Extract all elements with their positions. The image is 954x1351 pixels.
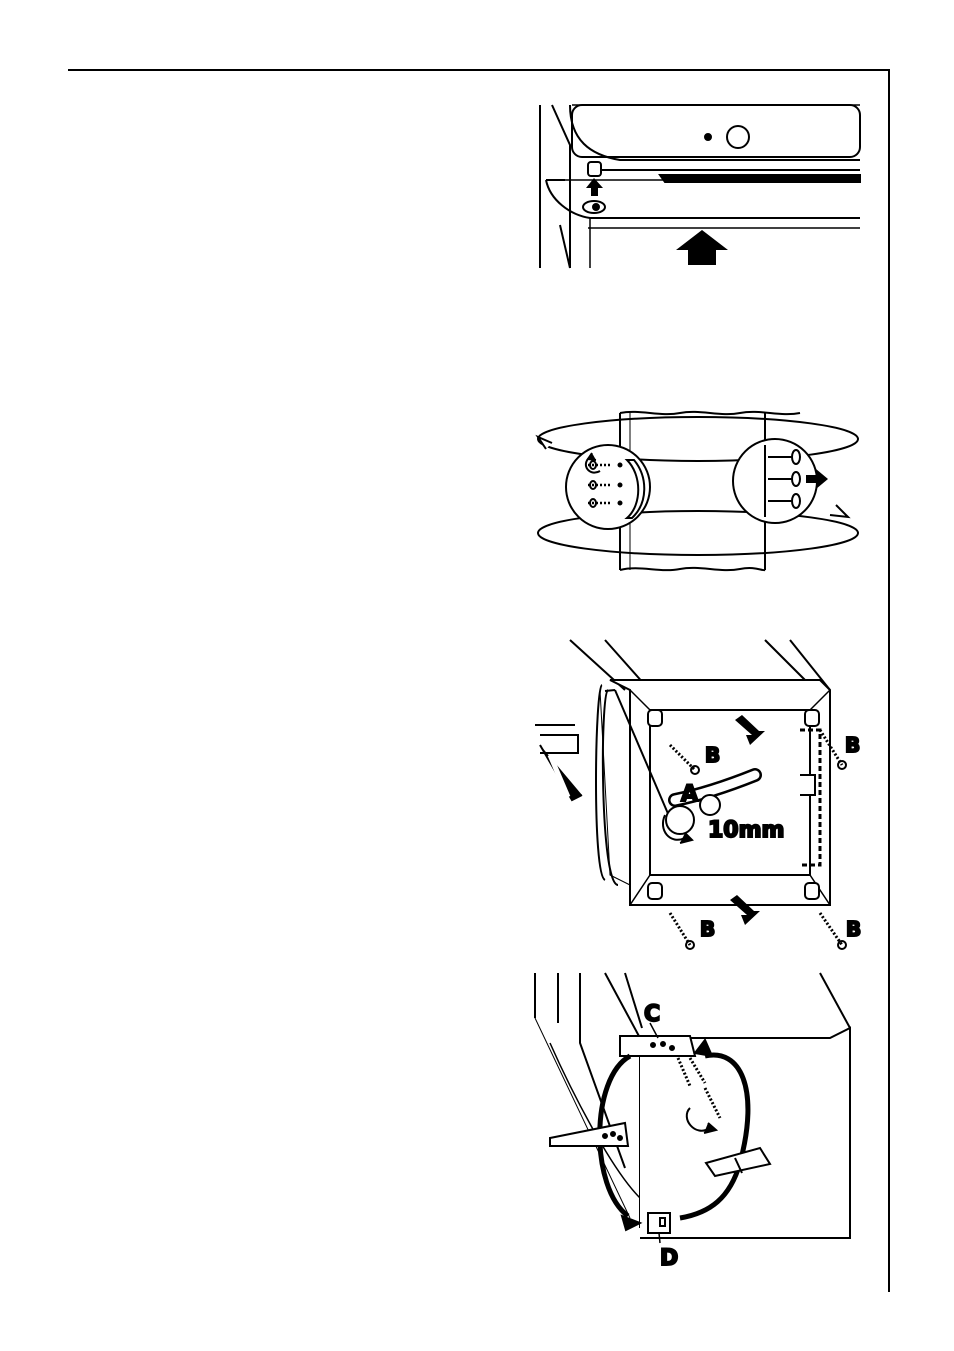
figure-door-hinge-swap: [530, 405, 860, 580]
label-b-bottom-right: B: [846, 917, 861, 941]
label-c: C: [644, 1002, 660, 1027]
label-b-top-left: B: [705, 743, 720, 767]
right-margin-rule: [888, 69, 890, 1292]
figure-ceiling-bracket: [530, 100, 870, 270]
label-a: A: [681, 782, 698, 807]
figure-bracket-mounting: C D: [530, 968, 870, 1268]
label-d: D: [660, 1246, 678, 1271]
label-b-bottom-left: B: [700, 917, 715, 941]
header-rule: [68, 69, 890, 71]
figure-hinge-removal: A 10mm B B B B: [530, 635, 870, 955]
label-wrench-size: 10mm: [708, 818, 784, 843]
label-b-top-right: B: [845, 733, 860, 757]
